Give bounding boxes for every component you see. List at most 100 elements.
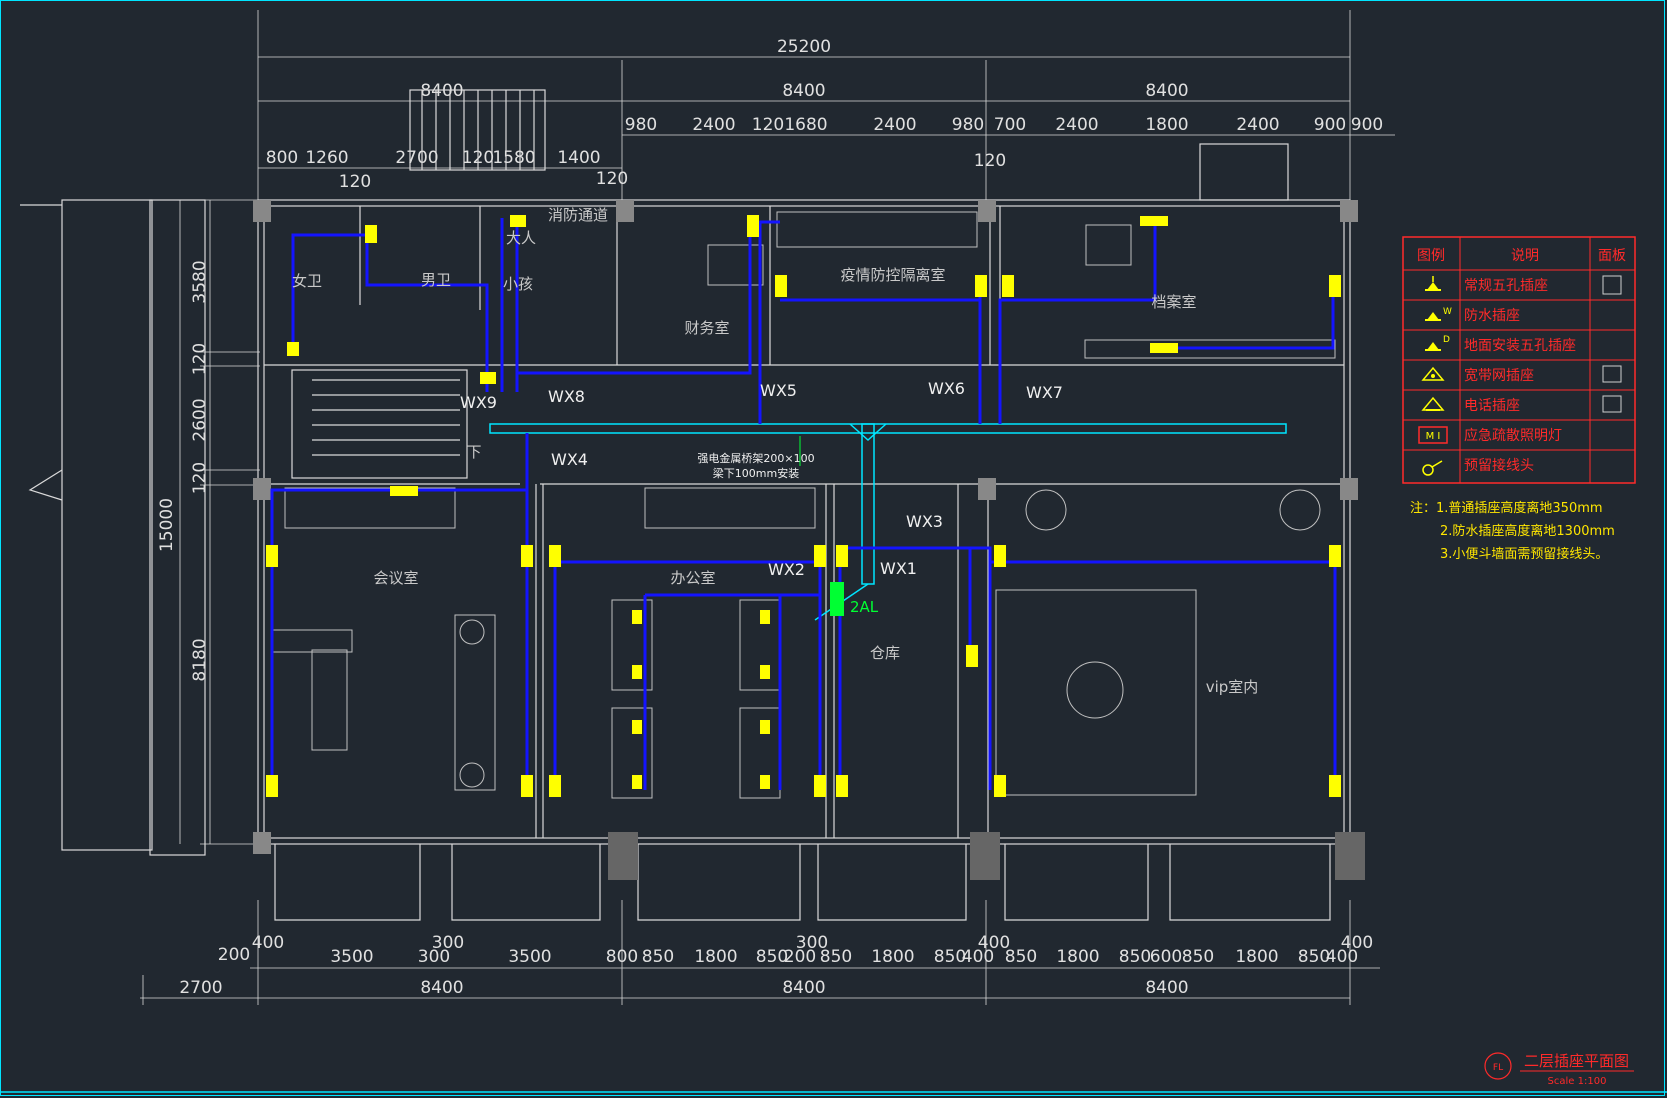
circuit-label-wx3: WX3 (906, 512, 943, 531)
note-1: 注：1.普通插座高度离地350mm (1410, 500, 1603, 516)
top-dim-980a: 980 (625, 115, 657, 135)
top-dim-980b: 980 (952, 115, 984, 135)
legend-header-panel: 面板 (1598, 248, 1626, 264)
circuit-label-wx7: WX7 (1026, 383, 1063, 402)
top-dim-900b: 900 (1351, 115, 1383, 135)
top-dim-120d: 120 (596, 169, 628, 189)
tray-note-line-2: 梁下100mm安装 (713, 466, 799, 480)
svg-text:W: W (1443, 307, 1452, 317)
bottom-dim-400c: 400 (978, 933, 1010, 953)
svg-text:FL: FL (1493, 1063, 1503, 1073)
stair-down-label: 下 (466, 443, 481, 461)
top-dim-800: 800 (266, 148, 298, 168)
bottom-dim-3500b: 3500 (508, 947, 551, 967)
floor-socket-icon: D (1425, 335, 1450, 351)
legend-header-description: 说明 (1511, 248, 1539, 264)
bottom-bay-1-label: 8400 (420, 978, 463, 998)
svg-text:M I: M I (1426, 431, 1441, 442)
fire-passage-label: 消防通道 (548, 206, 608, 224)
room-mens-wc: 男卫 (421, 271, 451, 289)
reserved-terminal-icon (1422, 460, 1443, 476)
panel-icons (1602, 275, 1622, 413)
top-dim-120: 120 (752, 115, 784, 135)
top-dim-120e: 120 (974, 151, 1006, 171)
bottom-dim-800: 800 (606, 947, 638, 967)
phone-socket-icon (1421, 396, 1445, 411)
room-disabled-wc: 大人 (506, 229, 536, 247)
top-dim-900a: 900 (1314, 115, 1346, 135)
bottom-dim-400e: 400 (1341, 933, 1373, 953)
bottom-bay-3-label: 8400 (1145, 978, 1188, 998)
top-dim-1800: 1800 (1145, 115, 1188, 135)
bottom-dim-400d: 400 (1326, 947, 1358, 967)
waterproof-socket-icon: W (1425, 307, 1452, 321)
legend-item-5: 电话插座 (1464, 398, 1520, 414)
bottom-dim-850h: 850 (1298, 947, 1330, 967)
left-dim-8180: 8180 (190, 638, 210, 681)
top-dim-2400d: 2400 (1236, 115, 1279, 135)
room-meeting: 会议室 (373, 569, 418, 587)
left-dimensions (179, 199, 260, 845)
bottom-dim-850e: 850 (1005, 947, 1037, 967)
bottom-dim-2700: 2700 (179, 978, 222, 998)
distribution-panel (830, 582, 844, 616)
room-archive: 档案室 (1151, 293, 1196, 311)
left-dim-15000: 15000 (157, 498, 177, 552)
top-dim-2400a: 2400 (692, 115, 735, 135)
room-isolation: 疫情防控隔离室 (840, 266, 945, 284)
title-seal-icon: FL (1484, 1052, 1512, 1080)
sockets (266, 215, 1341, 797)
bottom-dim-850g: 850 (1182, 947, 1214, 967)
top-bay-3-label: 8400 (1145, 81, 1188, 101)
top-bay-2-label: 8400 (782, 81, 825, 101)
room-finance: 财务室 (684, 319, 729, 337)
left-dim-120a: 120 (190, 343, 210, 375)
bottom-dim-850a: 850 (642, 947, 674, 967)
bottom-dimensions (140, 900, 1380, 1005)
room-office: 办公室 (670, 569, 715, 587)
socket-5-hole-icon (1425, 276, 1441, 291)
note-3: 3.小便斗墙面需预留接线头。 (1440, 546, 1608, 562)
top-dim-2400c: 2400 (1055, 115, 1098, 135)
bottom-dim-600: 600 (1150, 947, 1182, 967)
tray-note-line-1: 强电金属桥架200×100 (697, 451, 814, 465)
legend-item-4: 宽带网插座 (1464, 367, 1534, 384)
top-dim-2400b: 2400 (873, 115, 916, 135)
bottom-dim-1800b: 1800 (871, 947, 914, 967)
top-dim-2700: 2700 (395, 148, 438, 168)
bottom-dim-300b: 300 (418, 947, 450, 967)
legend-item-7: 预留接线头 (1464, 457, 1534, 474)
top-dim-120c: 120 (339, 172, 371, 192)
circuit-label-wx9: WX9 (460, 393, 497, 412)
legend-item-2: 防水插座 (1464, 308, 1520, 324)
bottom-dim-300c: 300 (796, 933, 828, 953)
bottom-dim-300a: 300 (432, 933, 464, 953)
circuit-label-wx2: WX2 (768, 560, 805, 579)
network-socket-icon (1421, 366, 1445, 381)
top-bay-1-label: 8400 (420, 81, 463, 101)
bottom-dim-850b: 850 (756, 947, 788, 967)
left-dim-3580: 3580 (190, 260, 210, 303)
top-dim-700: 700 (994, 115, 1026, 135)
legend-header-symbol: 图例 (1417, 248, 1445, 264)
top-dim-1680: 1680 (784, 115, 827, 135)
bottom-dim-400a: 400 (252, 933, 284, 953)
top-dim-1580: 1580 (492, 148, 535, 168)
bottom-dim-1800d: 1800 (1235, 947, 1278, 967)
bottom-dim-1800a: 1800 (694, 947, 737, 967)
room-vip: vip室内 (1206, 678, 1259, 696)
circuit-label-wx5: WX5 (760, 381, 797, 400)
room-womens-wc: 女卫 (292, 272, 322, 290)
top-dimensions (257, 10, 1395, 210)
cable-tray (489, 423, 1287, 621)
legend-table (1402, 236, 1636, 484)
legend-item-1: 常规五孔插座 (1464, 278, 1548, 294)
circuit-label-wx8: WX8 (548, 387, 585, 406)
bottom-dim-200: 200 (218, 945, 250, 965)
bottom-dim-850f: 850 (1119, 947, 1151, 967)
circuit-label-wx1: WX1 (880, 559, 917, 578)
note-2: 2.防水插座高度离地1300mm (1440, 523, 1615, 539)
overall-width-label: 25200 (777, 37, 831, 57)
